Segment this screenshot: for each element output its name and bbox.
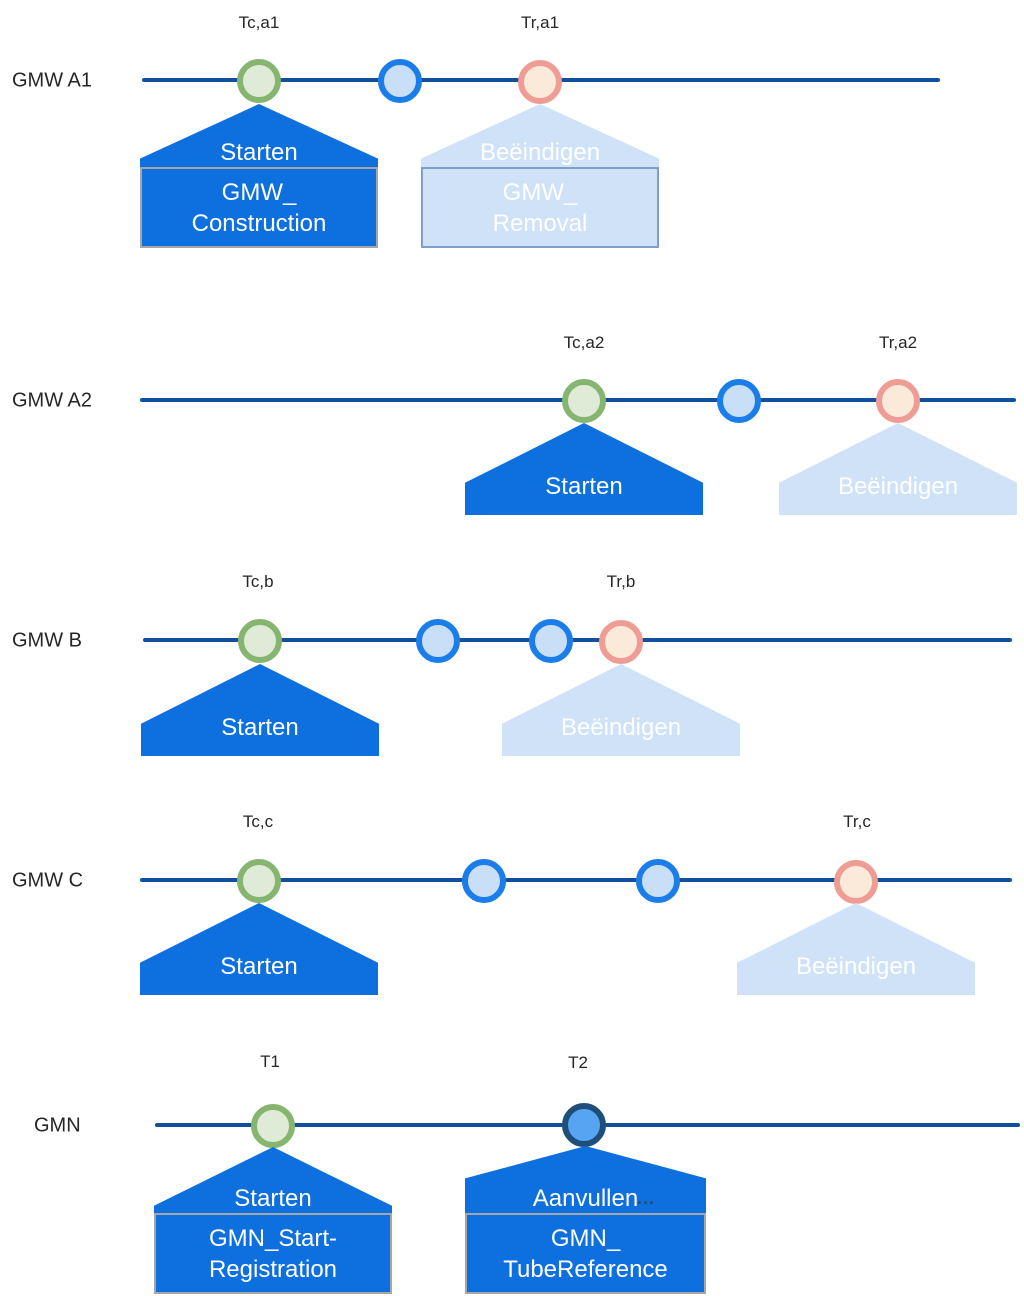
tick-label-tr-a1: Tr,a1: [520, 13, 560, 32]
ellipsis-label: ...: [636, 1188, 656, 1208]
gmw-removal-line2: Removal: [492, 209, 588, 237]
start-event-circle: [238, 619, 282, 663]
gmw-construction-box: GMW_ Construction: [140, 167, 378, 248]
gmw-removal-line1: GMW_: [502, 178, 578, 206]
beeindigen-action-label: Beëindigen: [560, 714, 682, 741]
tick-label-tc-b: Tc,b: [242, 572, 274, 591]
tick-label-tr-c: Tr,c: [843, 812, 871, 831]
tick-label-tc-c: Tc,c: [242, 812, 274, 831]
beeindigen-action-pentagon: Beëindigen: [502, 664, 740, 756]
starten-action-pentagon: Starten: [140, 104, 378, 169]
gmn-start-registration-line2: Registration: [208, 1255, 338, 1283]
gmn-start-registration-box: GMN_Start- Registration: [154, 1213, 392, 1294]
gmn-tubereference-line1: GMN_: [550, 1224, 621, 1252]
starten-action-pentagon: Starten: [141, 664, 379, 756]
end-event-circle: [599, 620, 643, 664]
start-event-circle: [562, 379, 606, 423]
starten-action-pentagon: Starten: [140, 903, 378, 995]
beeindigen-action-pentagon: Beëindigen: [421, 104, 659, 169]
tick-label-tc-a1: Tc,a1: [238, 13, 280, 32]
gmn-tubereference-box: GMN_ TubeReference: [465, 1213, 706, 1294]
beeindigen-action-label: Beëindigen: [795, 953, 917, 980]
tick-label-t2: T2: [568, 1053, 588, 1072]
intermediate-event-circle: [636, 859, 680, 903]
starten-action-pentagon: Starten: [154, 1147, 392, 1217]
starten-action-label: Starten: [234, 1185, 312, 1212]
start-event-circle: [237, 859, 281, 903]
gmn-start-registration-line1: GMN_Start-: [208, 1224, 337, 1252]
start-event-circle: [251, 1104, 295, 1148]
tick-label-t1: T1: [260, 1052, 280, 1071]
row-label-gmw-c: GMW C: [12, 869, 84, 892]
beeindigen-action-label: Beëindigen: [479, 139, 601, 166]
intermediate-event-circle: [717, 379, 761, 423]
intermediate-event-circle: [416, 619, 460, 663]
end-event-circle: [876, 379, 920, 423]
gmn-tubereference-line2: TubeReference: [503, 1255, 668, 1283]
row-label-gmw-a1: GMW A1: [12, 69, 93, 92]
row-label-gmw-b: GMW B: [12, 629, 82, 652]
tick-label-tr-b: Tr,b: [606, 572, 636, 591]
intermediate-event-circle: [378, 59, 422, 103]
start-event-circle: [237, 59, 281, 103]
timeline-gmw-b: [143, 638, 1012, 642]
starten-action-label: Starten: [545, 473, 623, 500]
row-label-gmw-a2: GMW A2: [12, 389, 93, 412]
end-event-circle: [834, 860, 878, 904]
starten-action-label: Starten: [220, 953, 298, 980]
starten-action-label: Starten: [220, 139, 298, 166]
starten-action-pentagon: Starten: [465, 423, 703, 515]
intermediate-event-circle: [462, 859, 506, 903]
gmw-construction-line1: GMW_: [221, 178, 297, 206]
starten-action-label: Starten: [221, 714, 299, 741]
row-label-gmn: GMN: [34, 1114, 81, 1137]
tick-label-tc-a2: Tc,a2: [563, 333, 605, 352]
beeindigen-action-pentagon: Beëindigen: [779, 423, 1017, 515]
aanvullen-action-label: Aanvullen: [532, 1185, 639, 1212]
gmw-removal-box: GMW_ Removal: [421, 167, 659, 248]
timeline-gmw-c: [140, 878, 1012, 882]
beeindigen-action-pentagon: Beëindigen: [737, 903, 975, 995]
tick-label-tr-a2: Tr,a2: [878, 333, 918, 352]
end-event-circle: [518, 60, 562, 104]
gmw-construction-line2: Construction: [191, 209, 327, 237]
intermediate-event-circle: [529, 619, 573, 663]
t2-event-circle: [562, 1103, 606, 1147]
beeindigen-action-label: Beëindigen: [837, 473, 959, 500]
